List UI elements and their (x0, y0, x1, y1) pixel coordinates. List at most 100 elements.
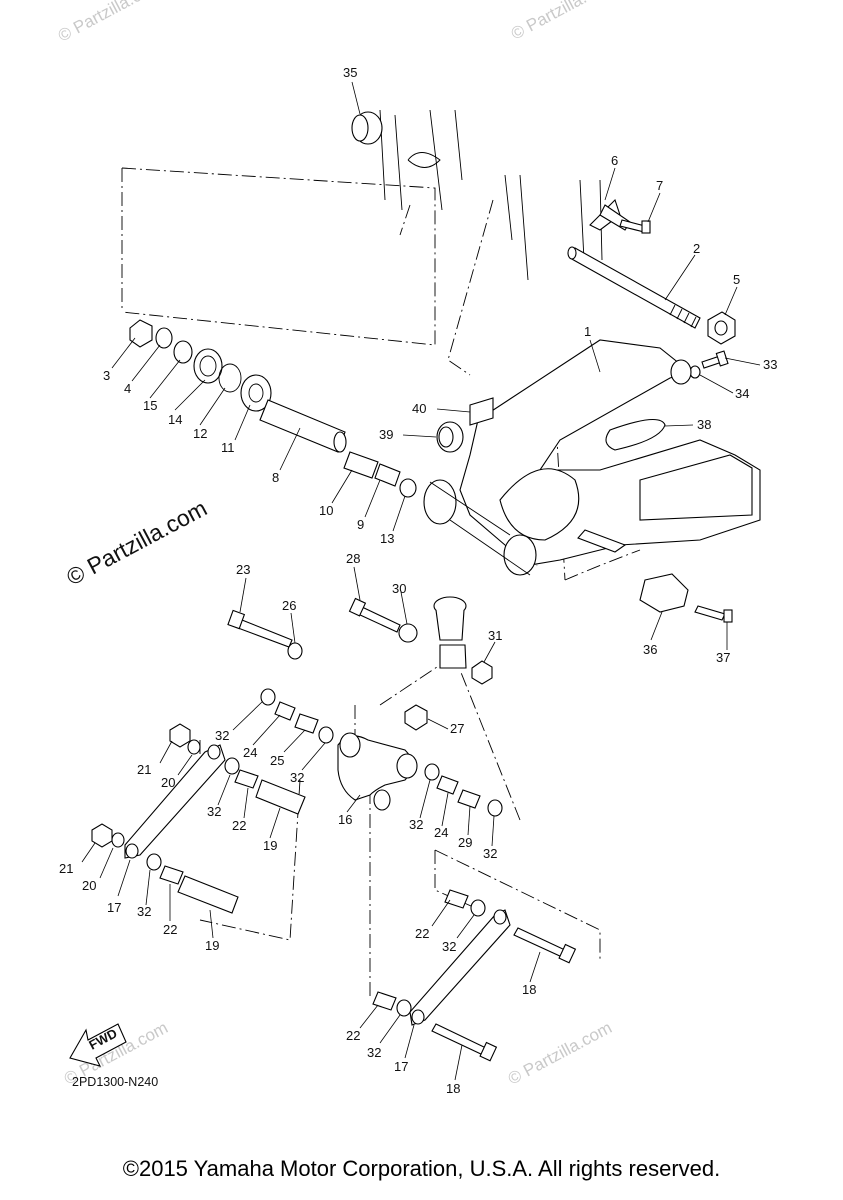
part-35-cap (351, 111, 383, 145)
callout-6: 6 (611, 153, 618, 168)
callout-14: 14 (168, 412, 182, 427)
leader-lines (81, 81, 761, 1081)
exploded-parts-diagram: © Partzilla.com © Partzilla.com © Partzi… (55, 0, 778, 1096)
part-20-washer (111, 739, 201, 848)
part-28-bolt (348, 597, 401, 633)
callout-19: 19 (205, 938, 219, 953)
callout-32: 32 (137, 904, 151, 919)
part-33-bolt (701, 350, 729, 369)
callout-31: 31 (488, 628, 502, 643)
part-2-pivot-shaft (567, 246, 701, 329)
callout-23: 23 (236, 562, 250, 577)
assembly-outlines (121, 167, 641, 1000)
shock-lower-end (433, 596, 467, 669)
callout-39: 39 (379, 427, 393, 442)
part-17-link-rod-left (124, 744, 226, 859)
callout-21: 21 (59, 861, 73, 876)
callout-20: 20 (82, 878, 96, 893)
callout-7: 7 (656, 178, 663, 193)
lower-right-bearings (372, 889, 486, 1017)
callout-10: 10 (319, 503, 333, 518)
part-26-collar (287, 642, 303, 660)
part-36-guard (639, 573, 689, 613)
callout-22: 22 (346, 1028, 360, 1043)
part-37-screw (694, 605, 733, 623)
callout-38: 38 (697, 417, 711, 432)
fwd-arrow: FWD (69, 1023, 127, 1067)
part-21-nut (91, 723, 191, 848)
callout-22: 22 (232, 818, 246, 833)
part-11-bearing (240, 374, 272, 412)
watermark-faint: © Partzilla.com (508, 0, 618, 44)
callout-20: 20 (161, 775, 175, 790)
callout-32: 32 (483, 846, 497, 861)
part-18-bolts (431, 927, 577, 1062)
part-27-nut (404, 704, 428, 731)
drawing-code: 2PD1300-N240 (72, 1075, 158, 1089)
callout-22: 22 (415, 926, 429, 941)
callout-27: 27 (450, 721, 464, 736)
callout-18: 18 (446, 1081, 460, 1096)
part-8-collar (259, 399, 346, 453)
callout-36: 36 (643, 642, 657, 657)
callout-30: 30 (392, 581, 406, 596)
part-30-collar (398, 623, 418, 643)
callout-19: 19 (263, 838, 277, 853)
callout-12: 12 (193, 426, 207, 441)
callout-17: 17 (394, 1059, 408, 1074)
callout-9: 9 (357, 517, 364, 532)
callout-21: 21 (137, 762, 151, 777)
callout-8: 8 (272, 470, 279, 485)
part-7-bolt (619, 219, 651, 234)
callout-24: 24 (434, 825, 448, 840)
callout-16: 16 (338, 812, 352, 827)
frame-outline (379, 109, 603, 281)
callout-32: 32 (442, 939, 456, 954)
callout-1: 1 (584, 324, 591, 339)
part-10-collar (343, 451, 379, 479)
callout-28: 28 (346, 551, 360, 566)
callout-11: 11 (221, 440, 235, 455)
callout-34: 34 (735, 386, 749, 401)
relay-arm-bearings (224, 688, 503, 817)
callout-37: 37 (716, 650, 730, 665)
part-1-swingarm (423, 339, 761, 576)
callout-5: 5 (733, 272, 740, 287)
callout-35: 35 (343, 65, 357, 80)
callout-32: 32 (409, 817, 423, 832)
callout-32: 32 (290, 770, 304, 785)
callout-2: 2 (693, 241, 700, 256)
callout-13: 13 (380, 531, 394, 546)
callout-4: 4 (124, 381, 131, 396)
callout-15: 15 (143, 398, 157, 413)
callout-18: 18 (522, 982, 536, 997)
left-pivot-bearing-stack (129, 319, 417, 498)
watermark-faint: © Partzilla.com (55, 0, 165, 46)
callout-24: 24 (243, 745, 257, 760)
callout-3: 3 (103, 368, 110, 383)
part-4-washer (155, 327, 173, 349)
part-3-nut (129, 319, 153, 348)
watermark-faint: © Partzilla.com (505, 1018, 615, 1089)
part-15-collar (173, 340, 193, 364)
callout-25: 25 (270, 753, 284, 768)
lower-left-bearings (146, 853, 239, 914)
callout-22: 22 (163, 922, 177, 937)
callout-40: 40 (412, 401, 426, 416)
part-23-bolt (227, 609, 293, 648)
callout-32: 32 (207, 804, 221, 819)
part-31-nut (471, 660, 493, 685)
callout-26: 26 (282, 598, 296, 613)
callout-17: 17 (107, 900, 121, 915)
callout-labels: 35 6 7 2 5 1 33 34 3 4 15 14 12 11 40 38… (59, 65, 777, 1096)
callout-32: 32 (367, 1045, 381, 1060)
part-14-seal (193, 348, 223, 384)
callout-32: 32 (215, 728, 229, 743)
part-16-relay-arm (337, 732, 418, 811)
part-5-nut (707, 311, 736, 345)
part-40-label (469, 397, 494, 426)
watermark-main: © Partzilla.com (62, 495, 211, 591)
callout-29: 29 (458, 835, 472, 850)
part-39-bushing (436, 421, 464, 453)
part-9-bearing (374, 463, 401, 487)
